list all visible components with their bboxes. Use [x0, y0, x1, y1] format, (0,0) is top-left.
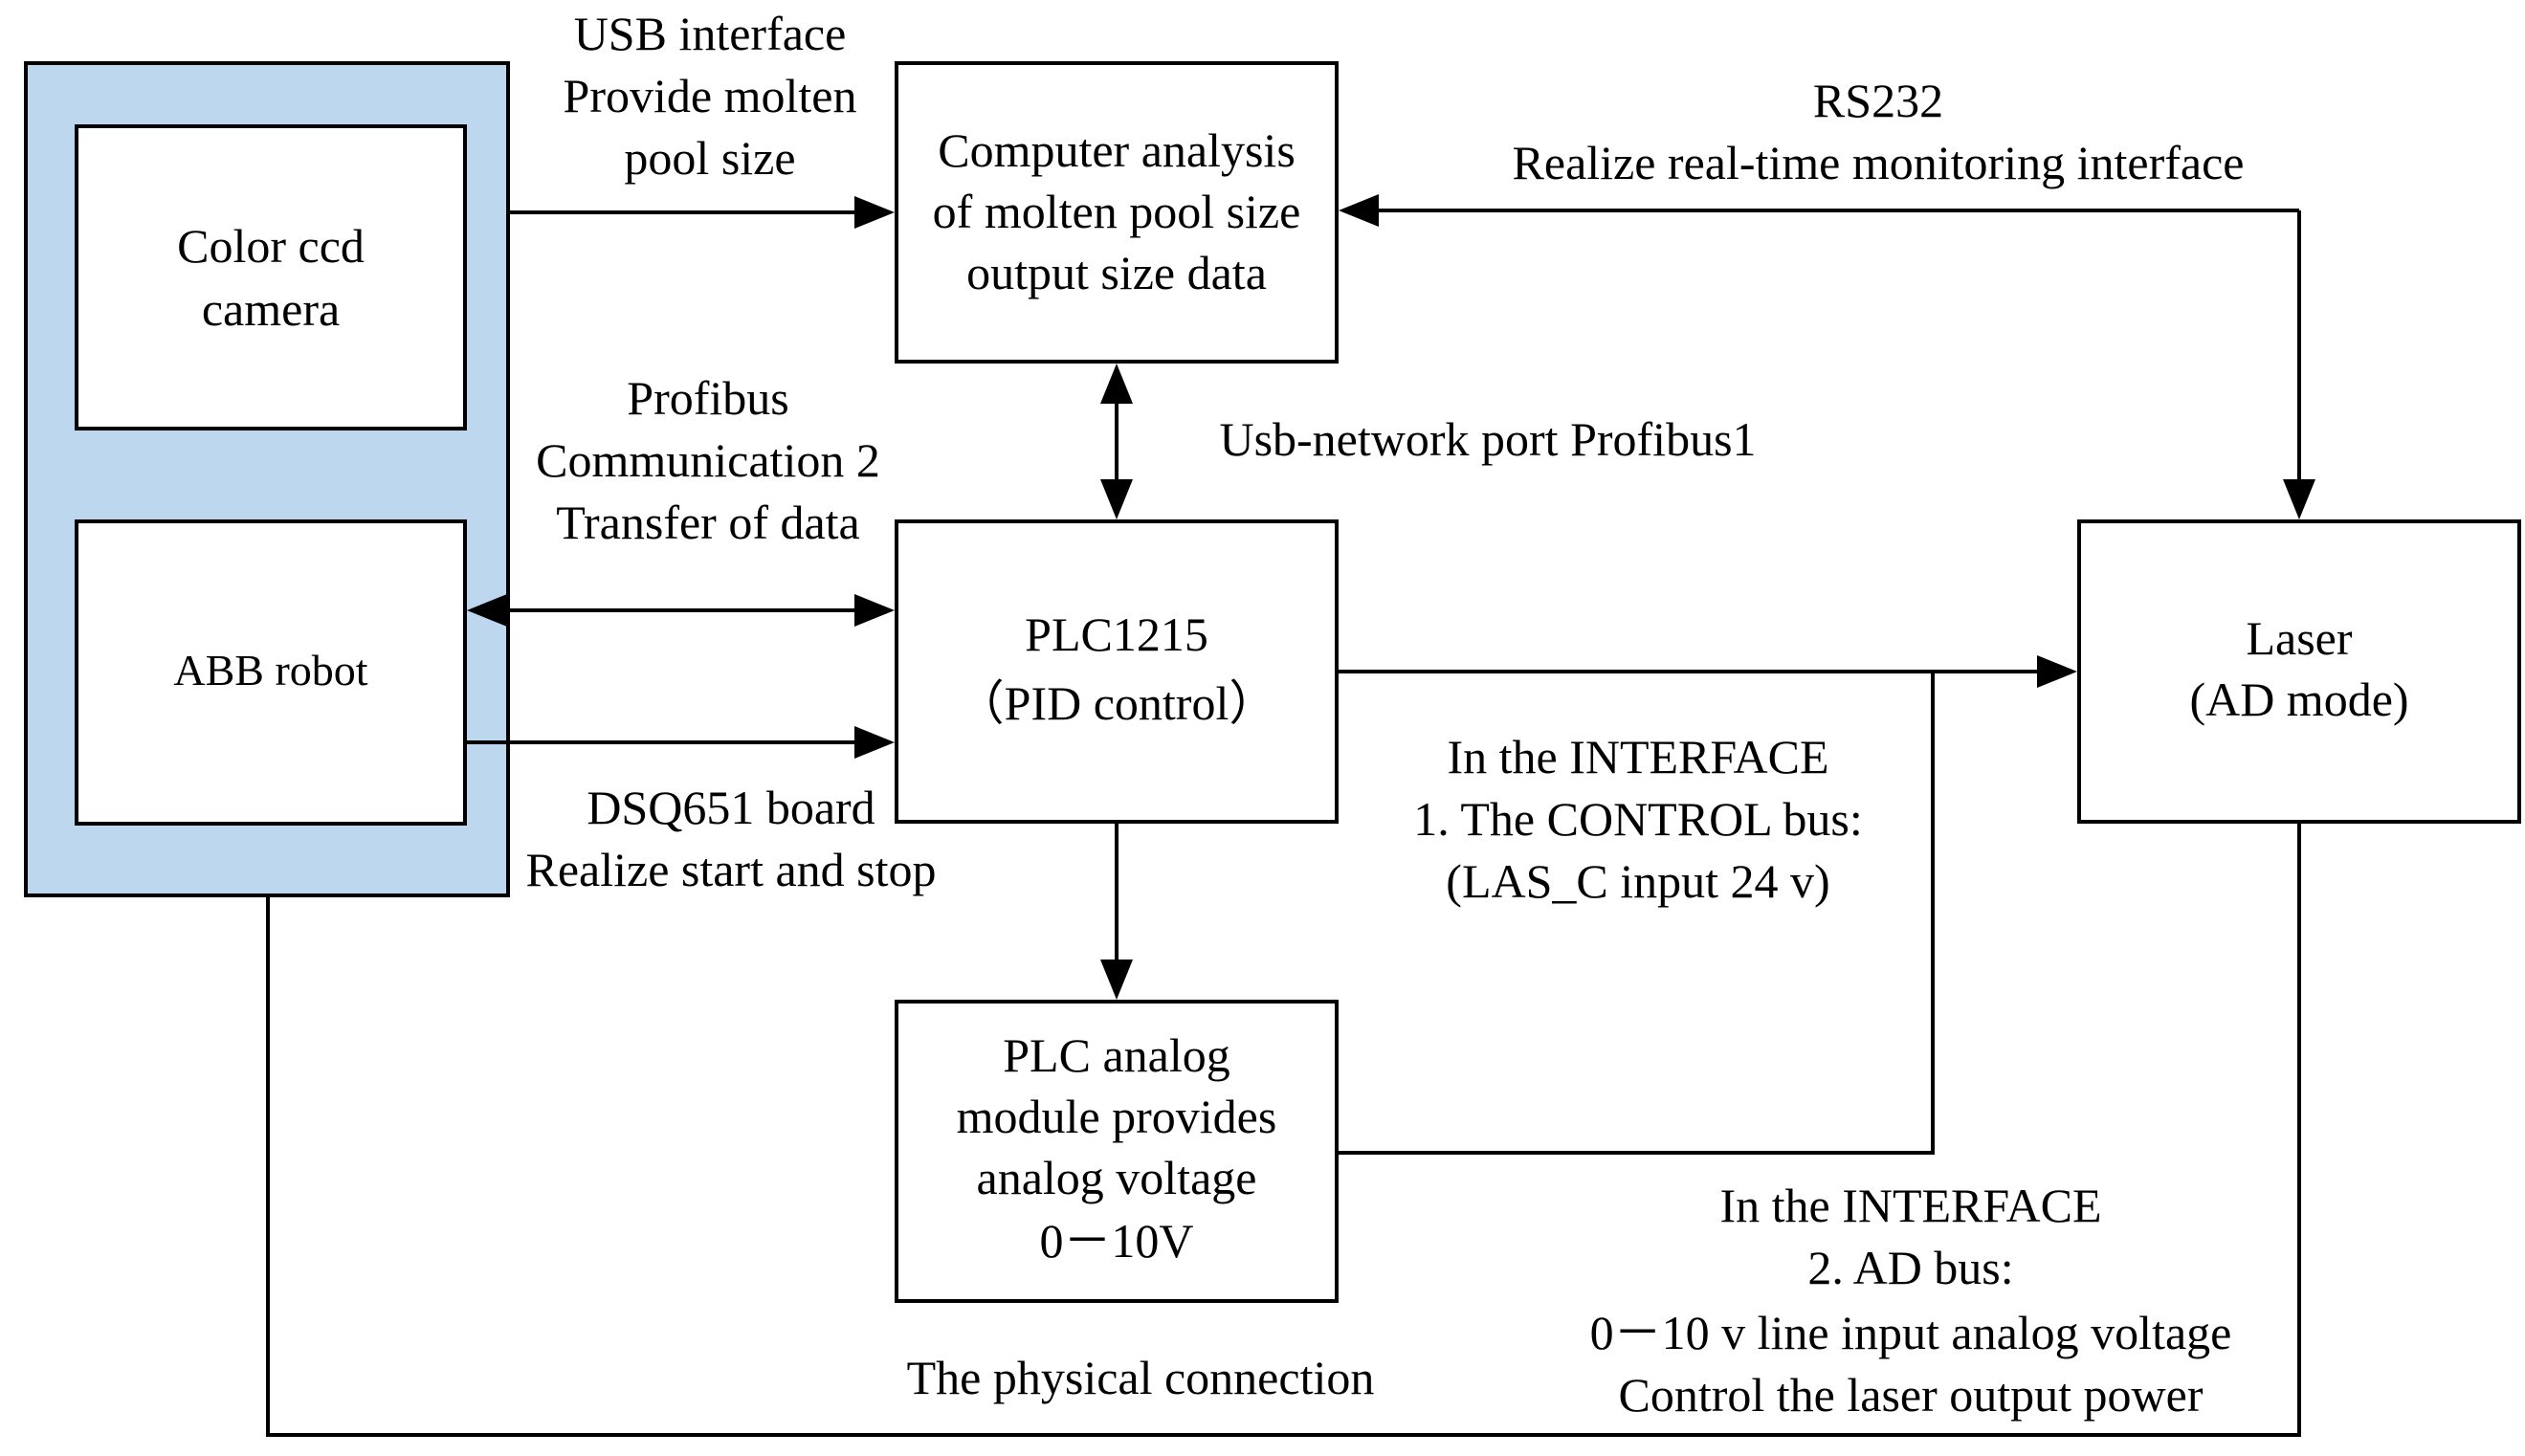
usb-label-line-1: USB interface — [574, 7, 847, 60]
usb-label-line-2: Provide molten — [564, 69, 857, 122]
camera-label-line-1: Color ccd — [177, 219, 365, 273]
analog-label-line-2: module provides — [957, 1090, 1277, 1143]
control-bus-label-line-2: 1. The CONTROL bus: — [1413, 792, 1862, 846]
plc-label-line-2: （PID control） — [957, 676, 1277, 730]
profibus1-arrowhead-up — [1100, 364, 1133, 404]
plc-block — [895, 519, 1339, 824]
profibus2-label-line-1: Profibus — [627, 371, 788, 425]
rs232-arrowhead-laser — [2283, 479, 2315, 519]
profibus2-arrowhead-robot — [467, 594, 507, 627]
dsq651-arrowhead — [854, 726, 895, 759]
dsq651-label-line-1: DSQ651 board — [587, 781, 875, 834]
usb-arrowhead — [854, 196, 895, 229]
ad-bus-label-line-4: Control the laser output power — [1619, 1368, 2204, 1422]
plc-label-line-1: PLC1215 — [1025, 607, 1208, 661]
ad-bus-label-line-3: 0－10 v line input analog voltage — [1590, 1306, 2232, 1359]
dsq651-label-line-2: Realize start and stop — [525, 843, 936, 896]
laser-label-line-1: Laser — [2246, 611, 2352, 665]
analog-label-line-1: PLC analog — [1003, 1028, 1229, 1082]
ad-bus-label-line-2: 2. AD bus: — [1807, 1241, 2013, 1294]
rs232-arrowhead-computer — [1339, 194, 1379, 227]
laser-label-line-2: (AD mode) — [2189, 673, 2408, 726]
camera-label-line-2: camera — [202, 282, 340, 336]
control-bus-arrowhead — [2037, 655, 2077, 688]
usb-label-line-3: pool size — [624, 131, 795, 185]
robot-block — [75, 519, 467, 826]
laser-block — [2077, 519, 2521, 824]
profibus1-arrowhead-down — [1100, 479, 1133, 519]
analog-label-line-4: 0－10V — [1039, 1214, 1193, 1268]
computer-block — [895, 61, 1339, 364]
control-bus-label-line-1: In the INTERFACE — [1447, 730, 1828, 783]
profibus2-label-line-2: Communication 2 — [536, 433, 880, 487]
camera-block — [75, 124, 467, 430]
analog-to-bus-connector — [1337, 672, 1935, 1155]
plc-to-analog-arrowhead — [1100, 960, 1133, 1000]
control-bus-label-line-3: (LAS_C input 24 v) — [1446, 854, 1829, 908]
rs232-label-line-2: Realize real-time monitoring interface — [1513, 136, 2245, 189]
usb-network-label: Usb-network port Profibus1 — [1219, 412, 1756, 466]
analog-module-block — [895, 1000, 1339, 1303]
robot-label: ABB robot — [173, 646, 367, 695]
ad-bus-label-line-1: In the INTERFACE — [1719, 1179, 2101, 1232]
profibus2-label-line-3: Transfer of data — [556, 496, 860, 549]
analog-label-line-3: analog voltage — [977, 1151, 1257, 1204]
computer-label-line-1: Computer analysis — [938, 123, 1296, 177]
profibus2-arrowhead-plc — [854, 594, 895, 627]
physical-connection-line — [266, 822, 2301, 1437]
computer-label-line-2: of molten pool size — [933, 185, 1301, 238]
physical-connection-label: The physical connection — [907, 1351, 1375, 1404]
computer-label-line-3: output size data — [966, 246, 1267, 299]
rs232-label-line-1: RS232 — [1813, 74, 1943, 127]
